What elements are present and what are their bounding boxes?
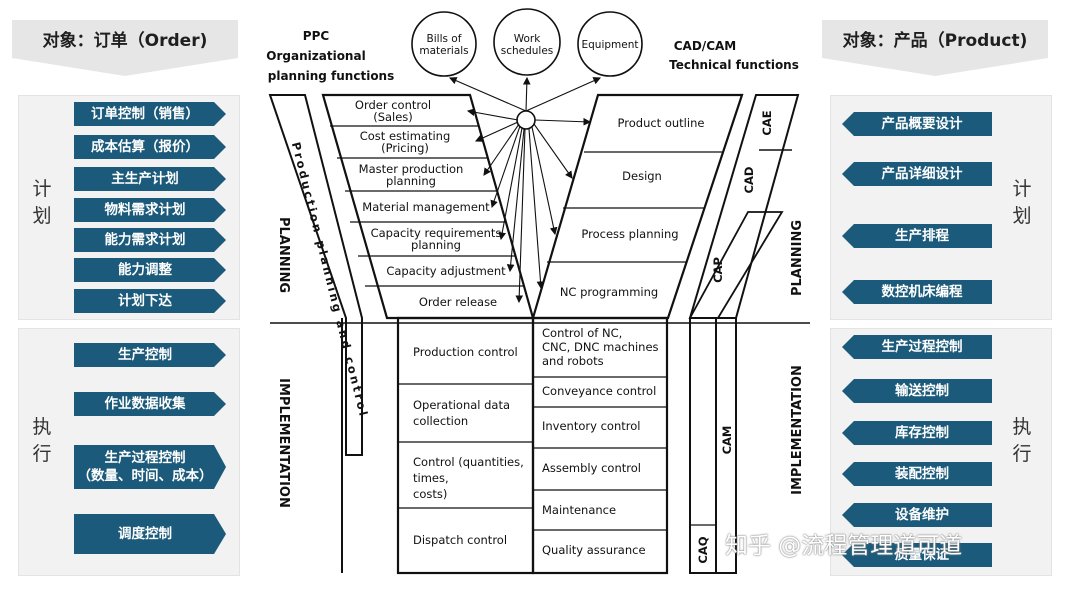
cam-implementation-box: Assembly control bbox=[542, 461, 641, 475]
cad-subtitle: Technical functions bbox=[669, 58, 799, 72]
ppc-band-label: Production planning and control bbox=[289, 141, 371, 420]
chevron-production-control: 生产控制 bbox=[74, 343, 226, 367]
chevron-assembly-control: 装配控制 bbox=[842, 462, 992, 486]
chevron-inventory-control: 库存控制 bbox=[842, 421, 992, 445]
chevron-process-control-right: 生产过程控制 bbox=[842, 335, 992, 359]
left-plan-label: 计 划 bbox=[32, 178, 52, 227]
chevron-conveyance-control: 输送控制 bbox=[842, 379, 992, 403]
right-plan-label: 计 划 bbox=[1012, 178, 1032, 227]
circle-label: Equipment bbox=[582, 39, 639, 51]
cam-implementation-box: Maintenance bbox=[542, 503, 616, 517]
cam-tag: CAM bbox=[720, 426, 734, 455]
ppc-planning-box: Material management bbox=[362, 200, 490, 214]
ppc-planning-box: Cost estimating(Pricing) bbox=[360, 129, 451, 155]
chevron-material-requirements: 物料需求计划 bbox=[74, 198, 226, 222]
cae-tag: CAE bbox=[760, 110, 774, 135]
chevron-quality-assurance: 质量保证 bbox=[842, 543, 992, 567]
cam-implementation-box: Inventory control bbox=[542, 419, 640, 433]
right-exec-label: 执 行 bbox=[1012, 416, 1032, 465]
planning-label-left: PLANNING bbox=[276, 217, 291, 293]
implementation-label-left: IMPLEMENTATION bbox=[276, 378, 291, 508]
implementation-label-right: IMPLEMENTATION bbox=[790, 365, 805, 495]
watermark-text: 知乎 @流程管理道可道 bbox=[725, 533, 963, 559]
cap-tag: CAP bbox=[711, 257, 725, 283]
chevron-cost-estimating: 成本估算（报价） bbox=[74, 135, 226, 159]
caq-tag: CAQ bbox=[696, 536, 710, 563]
ppc-planning-box: Order control(Sales) bbox=[355, 98, 431, 124]
left-exec-label: 执 行 bbox=[32, 416, 52, 465]
planning-label-right: PLANNING bbox=[790, 220, 805, 296]
ppc-title: PPC bbox=[303, 29, 330, 43]
cam-implementation-box: Quality assurance bbox=[542, 543, 646, 557]
cad-tag: CAD bbox=[742, 167, 756, 194]
ppc-implementation-box: Production control bbox=[413, 345, 518, 359]
chevron-order-control: 订单控制（销售） bbox=[74, 102, 226, 126]
chevron-dispatch-control: 调度控制 bbox=[74, 514, 226, 554]
right-banner: 对象：产品（Product) bbox=[822, 20, 1048, 78]
ppc-subtitle-2: planning functions bbox=[268, 69, 395, 83]
chevron-capacity-requirements: 能力需求计划 bbox=[74, 228, 226, 252]
ppc-implementation-box: Dispatch control bbox=[413, 533, 507, 547]
ppc-subtitle: Organizational bbox=[266, 49, 365, 63]
right-exec-panel bbox=[830, 328, 1052, 576]
chevron-product-design: 产品详细设计 bbox=[842, 162, 992, 186]
chevron-order-release: 计划下达 bbox=[74, 289, 226, 313]
chevron-product-outline: 产品概要设计 bbox=[842, 112, 992, 136]
chevron-maintenance: 设备维护 bbox=[842, 503, 992, 527]
chevron-data-collection: 作业数据收集 bbox=[74, 392, 226, 416]
ppc-planning-box: Order release bbox=[419, 295, 497, 309]
left-banner-title: 对象：订单（Order) bbox=[42, 31, 208, 51]
cad-title: CAD/CAM bbox=[674, 39, 736, 53]
ppc-implementation-box: Control (quantities,times,costs) bbox=[413, 455, 524, 501]
ppc-planning-box: Capacity adjustment bbox=[386, 264, 506, 278]
right-banner-title: 对象：产品（Product) bbox=[842, 31, 1028, 51]
cad-planning-box: Product outline bbox=[618, 116, 705, 130]
chevron-master-production: 主生产计划 bbox=[74, 167, 226, 191]
cad-planning-box: Process planning bbox=[581, 227, 678, 241]
chevron-scheduling: 生产排程 bbox=[842, 224, 992, 248]
cad-planning-box: Design bbox=[622, 169, 662, 183]
cad-planning-box: NC programming bbox=[560, 285, 658, 299]
left-banner: 对象：订单（Order) bbox=[12, 20, 238, 78]
chevron-process-control: 生产过程控制 （数量、时间、成本） bbox=[74, 445, 226, 489]
chevron-nc-programming: 数控机床编程 bbox=[842, 280, 992, 304]
chevron-capacity-adjustment: 能力调整 bbox=[74, 258, 226, 282]
cam-implementation-box: Conveyance control bbox=[542, 384, 656, 398]
